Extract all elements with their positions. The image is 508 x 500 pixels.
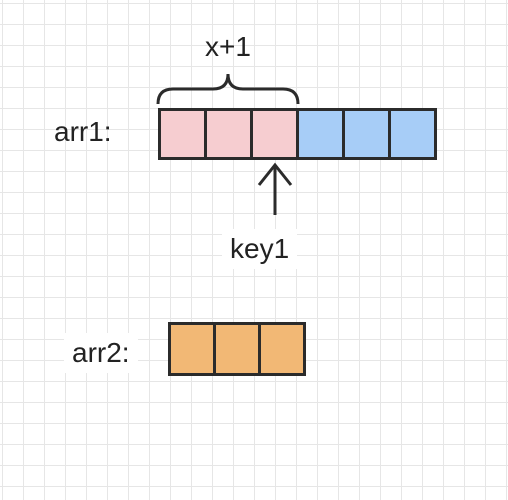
arr1-cell-5 (388, 108, 437, 160)
arr1-cell-1 (204, 108, 253, 160)
arr2-label: arr2: (64, 333, 138, 373)
arr1-cell-2 (250, 108, 299, 160)
arr2-cell-2 (258, 322, 306, 376)
arr2-cell-1 (213, 322, 261, 376)
arr1-label: arr1: (54, 116, 112, 147)
pointer-arrow-head (257, 162, 293, 186)
pointer-label: key1 (222, 229, 298, 269)
arr1-cell-4 (342, 108, 391, 160)
brace-x-plus-1 (156, 73, 300, 105)
arr2-cell-0 (168, 322, 216, 376)
brace-label: x+1 (205, 31, 251, 62)
